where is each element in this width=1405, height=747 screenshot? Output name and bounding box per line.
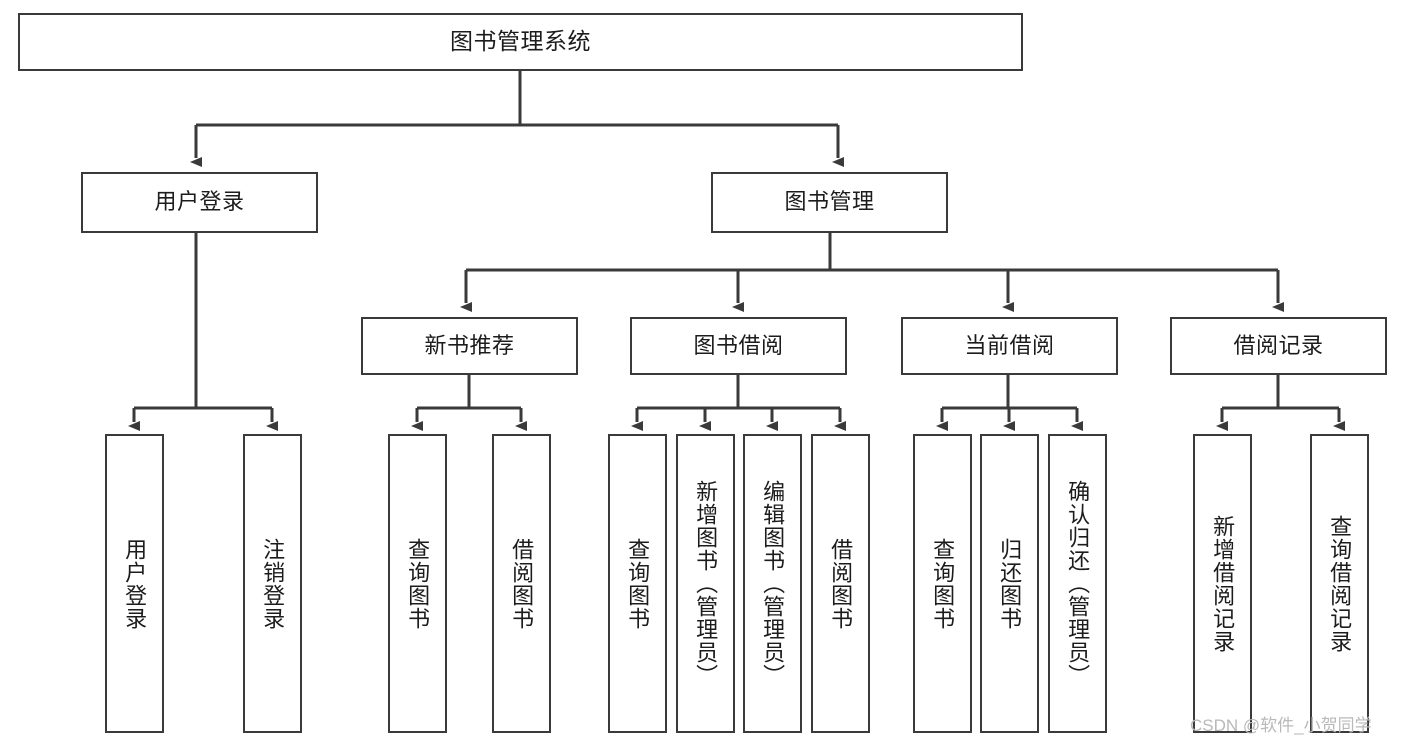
node-label: 用户登录 [154, 189, 245, 215]
node-borrow-record[interactable]: 借阅记录 [1170, 317, 1387, 375]
node-label: 用户登录 [122, 537, 148, 630]
node-leaf-logout-login[interactable]: 注销登录 [243, 434, 302, 733]
node-leaf-add-book[interactable]: 新增图书（管理员） [676, 434, 735, 733]
node-leaf-query-book-3[interactable]: 查询图书 [913, 434, 972, 733]
node-label: 查询图书 [405, 537, 431, 630]
node-label: 借阅记录 [1233, 332, 1324, 358]
node-label: 编辑图书（管理员） [760, 480, 786, 687]
node-book-borrow[interactable]: 图书借阅 [630, 317, 847, 375]
node-label: 借阅图书 [509, 537, 535, 630]
node-leaf-confirm-return[interactable]: 确认归还（管理员） [1048, 434, 1107, 733]
node-root-system[interactable]: 图书管理系统 [18, 13, 1023, 71]
watermark-text: CSDN @软件_小贺同学 [1190, 716, 1372, 735]
node-user-login[interactable]: 用户登录 [81, 172, 318, 233]
node-current-borrow[interactable]: 当前借阅 [901, 317, 1118, 375]
node-leaf-add-record[interactable]: 新增借阅记录 [1193, 434, 1252, 733]
node-leaf-query-record[interactable]: 查询借阅记录 [1310, 434, 1369, 733]
node-label: 归还图书 [997, 537, 1023, 630]
node-label: 新增图书（管理员） [693, 480, 719, 687]
node-label: 图书管理 [784, 189, 875, 215]
node-leaf-query-book-1[interactable]: 查询图书 [388, 434, 447, 733]
node-label: 图书借阅 [693, 332, 784, 358]
node-label: 当前借阅 [964, 332, 1055, 358]
node-label: 确认归还（管理员） [1065, 480, 1091, 687]
node-new-book-recommend[interactable]: 新书推荐 [361, 317, 578, 375]
node-book-management[interactable]: 图书管理 [711, 172, 948, 233]
node-label: 图书管理系统 [450, 28, 591, 55]
node-leaf-edit-book[interactable]: 编辑图书（管理员） [743, 434, 802, 733]
node-leaf-borrow-book-1[interactable]: 借阅图书 [492, 434, 551, 733]
node-label: 查询图书 [625, 537, 651, 630]
node-label: 注销登录 [260, 537, 286, 630]
node-label: 查询图书 [930, 537, 956, 630]
node-label: 查询借阅记录 [1327, 514, 1353, 653]
node-label: 借阅图书 [828, 537, 854, 630]
node-label: 新增借阅记录 [1210, 514, 1236, 653]
node-label: 新书推荐 [424, 332, 515, 358]
node-leaf-user-login[interactable]: 用户登录 [105, 434, 164, 733]
node-leaf-query-book-2[interactable]: 查询图书 [608, 434, 667, 733]
node-leaf-borrow-book-2[interactable]: 借阅图书 [811, 434, 870, 733]
node-leaf-return-book[interactable]: 归还图书 [980, 434, 1039, 733]
